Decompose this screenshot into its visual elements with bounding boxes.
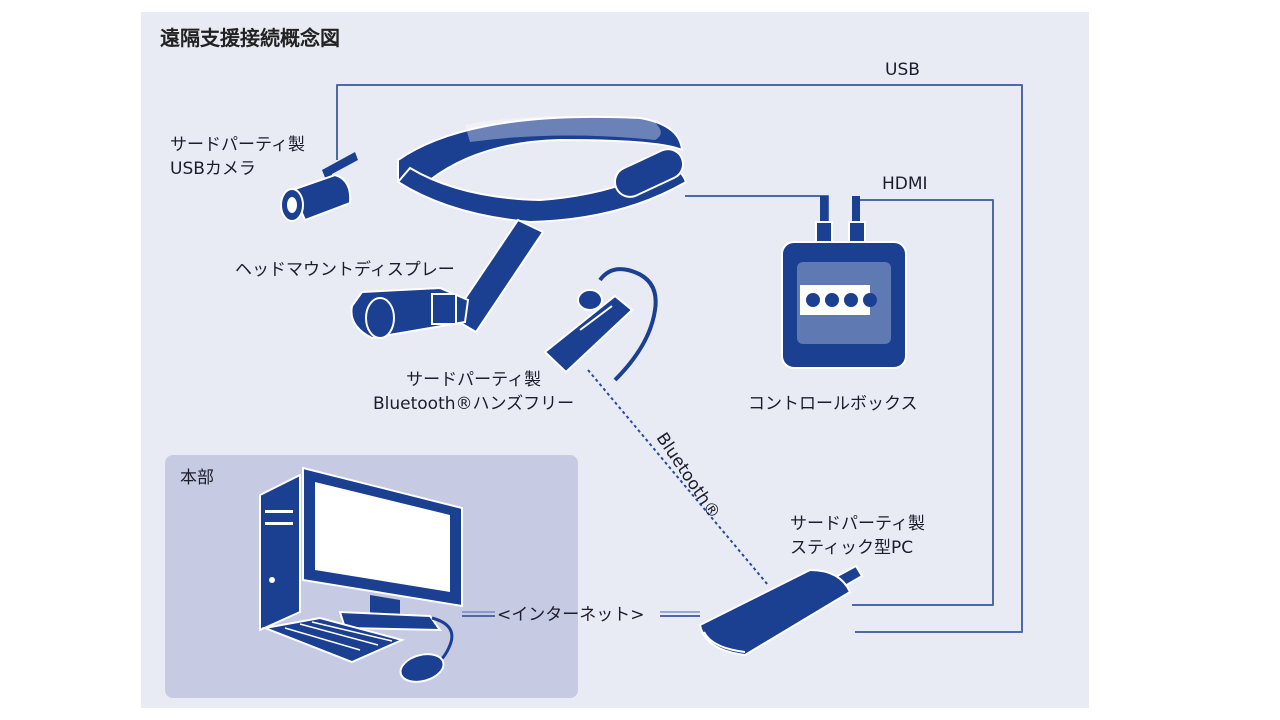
- hmd-to-control-box-line: [685, 195, 829, 228]
- usb-camera-icon: [280, 152, 358, 222]
- usb-label: USB: [885, 60, 920, 80]
- control-box-label: コントロールボックス: [748, 394, 918, 414]
- bluetooth-headset-icon: [543, 267, 658, 382]
- bluetooth-link-line: [587, 369, 769, 586]
- diagram-title: 遠隔支援接続概念図: [160, 26, 340, 50]
- control-box-icon: [781, 196, 907, 369]
- head-mounted-display-icon: [350, 115, 688, 340]
- handsfree-label: サードパーティ製 Bluetooth®ハンズフリー: [373, 370, 575, 414]
- usb-connection-line: [336, 84, 1023, 633]
- desktop-pc-icon: [259, 466, 463, 683]
- hdmi-label: HDMI: [882, 174, 928, 194]
- usb-camera-label: サードパーティ製 USBカメラ: [170, 135, 305, 179]
- hq-label: 本部: [180, 468, 214, 488]
- stick-pc-icon: [698, 564, 864, 657]
- hmd-label: ヘッドマウントディスプレー: [235, 260, 455, 280]
- stick-pc-label: サードパーティ製 スティック型PC: [790, 514, 925, 558]
- internet-label: <インターネット>: [497, 605, 645, 625]
